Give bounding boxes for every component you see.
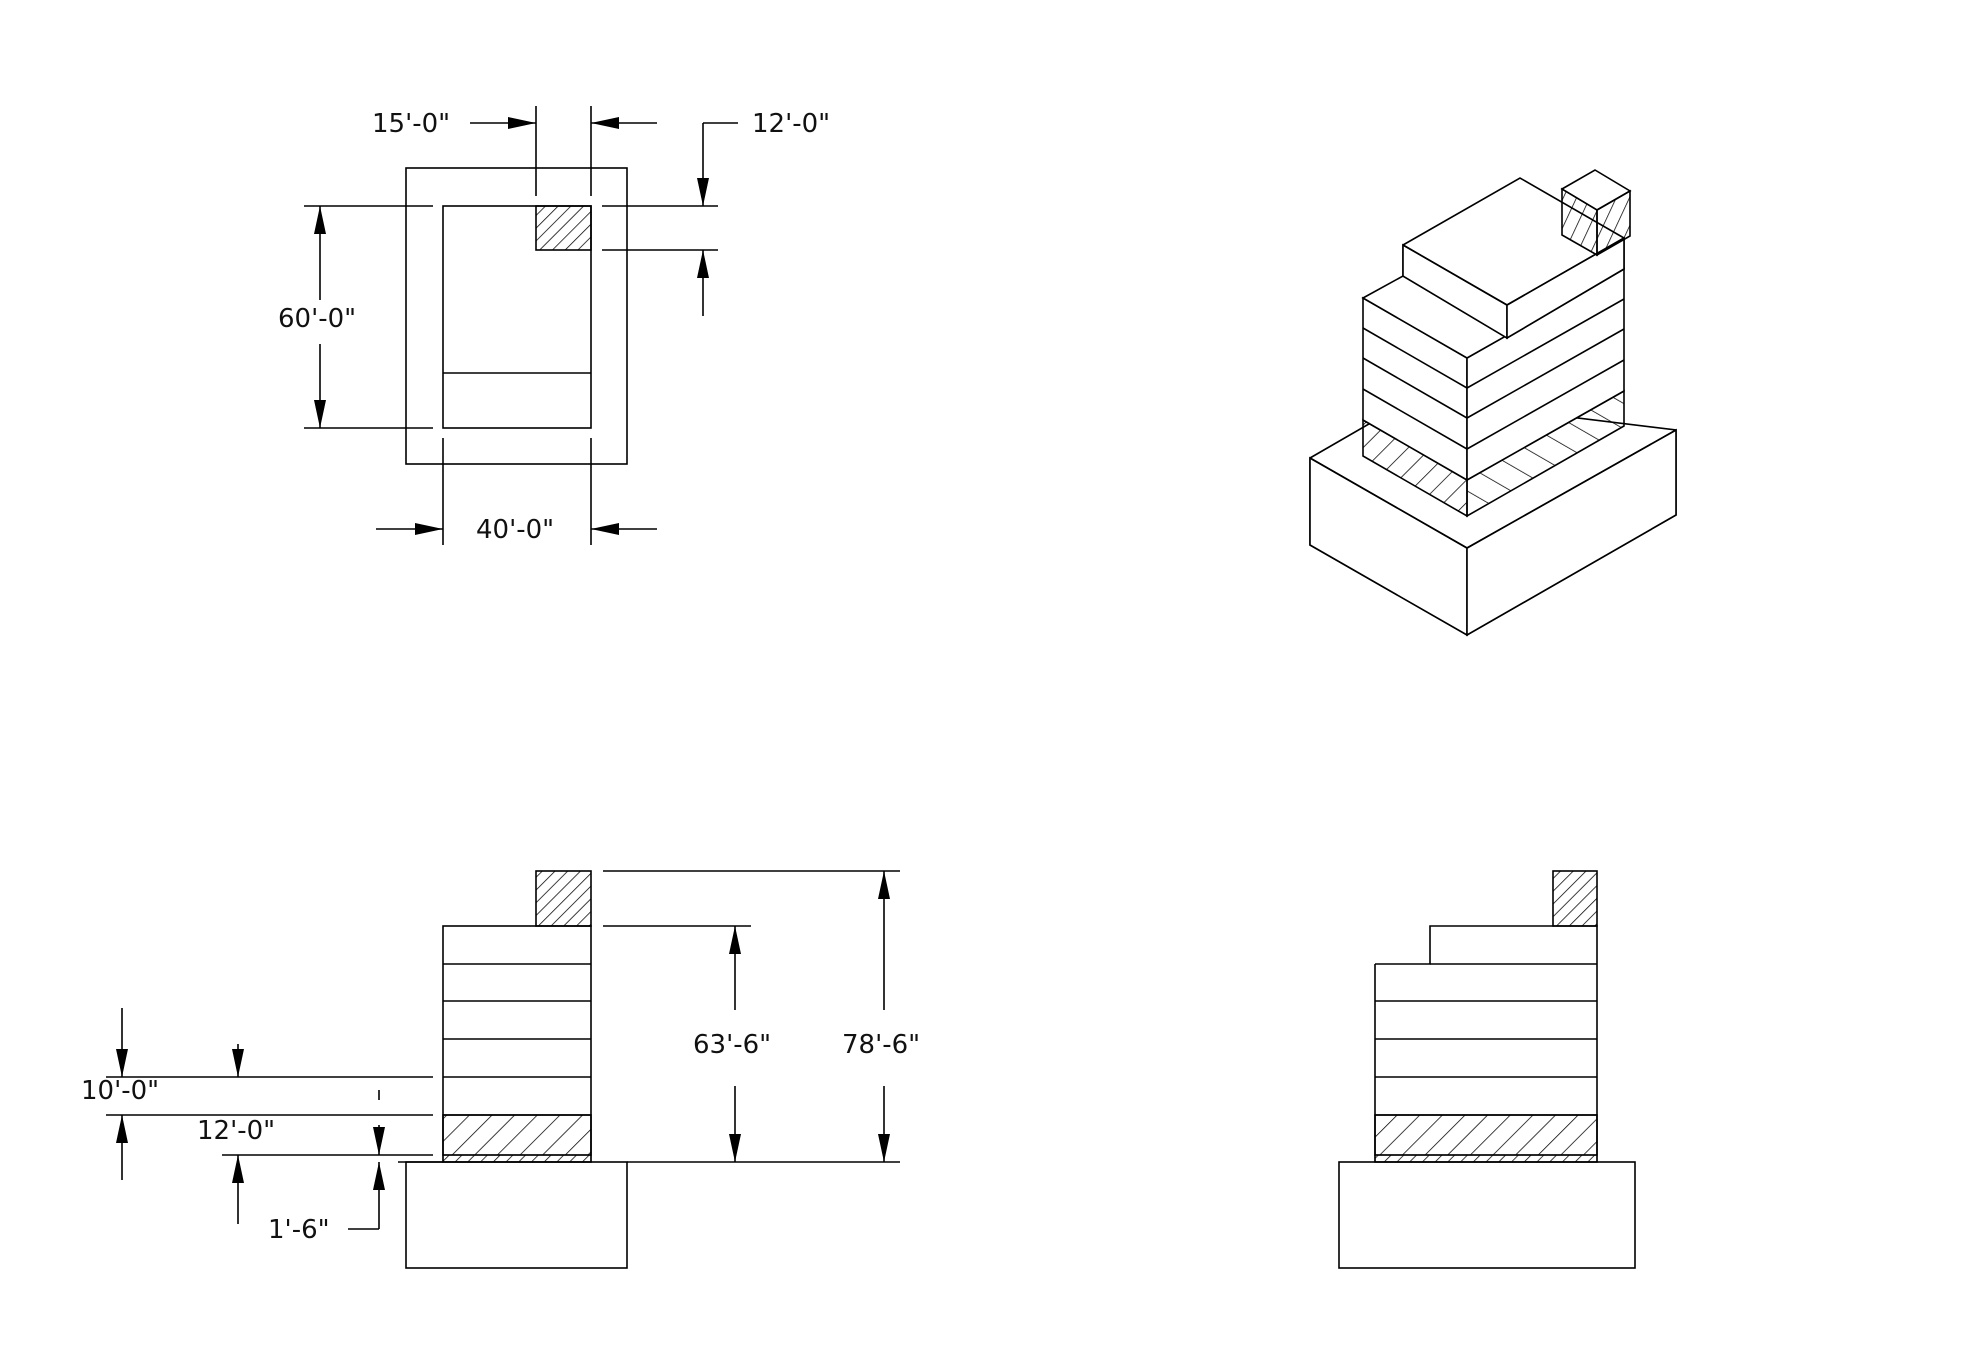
plan-view: 15'-0" 12'-0" 60'-0" (278, 106, 830, 545)
side-plinth (1338, 1161, 1636, 1269)
side-elevation (1338, 870, 1636, 1269)
plan-tower-depth-dimension: 12'-0" (602, 109, 830, 316)
front-tower-hatch (535, 870, 592, 927)
front-slab-hatch (442, 1154, 592, 1163)
plan-tower-hatch (535, 205, 592, 251)
plan-building-depth-label: 60'-0" (278, 304, 356, 334)
front-plinth (405, 1161, 628, 1269)
isometric-view (1309, 169, 1677, 637)
front-elevation: 78'-6" 63'-6" 10'-0" 1 (81, 870, 920, 1269)
plan-building-width-label: 40'-0" (476, 515, 554, 545)
front-total-height-label: 78'-6" (842, 1030, 920, 1060)
front-floor-height-label: 10'-0" (81, 1076, 159, 1106)
iso-tower-right-hatch (1596, 189, 1631, 257)
front-plinth-height-dimension: 1'-6" (268, 1090, 385, 1245)
front-ground-floor-height-dimension: 12'-0" (197, 1044, 433, 1224)
plan-tower-depth-label: 12'-0" (752, 109, 830, 139)
plan-site-outline (405, 167, 628, 465)
plan-tower-width-label: 15'-0" (372, 109, 450, 139)
iso-building-stack (1361, 169, 1632, 518)
plan-building-depth-dimension: 60'-0" (278, 205, 433, 429)
front-roof-height-dimension: 63'-6" (603, 925, 771, 1162)
front-total-height-dimension: 78'-6" (603, 870, 920, 1162)
front-ground-floor-hatch (442, 1114, 592, 1156)
plan-building-width-dimension: 40'-0" (376, 438, 657, 545)
side-slab-hatch (1374, 1154, 1598, 1163)
iso-tower (1560, 169, 1632, 257)
plan-tower-width-dimension: 15'-0" (372, 106, 657, 196)
front-floor-height-dimension: 10'-0" (81, 1008, 433, 1180)
front-roof-height-label: 63'-6" (693, 1030, 771, 1060)
side-ground-floor-hatch (1374, 1114, 1598, 1156)
front-plinth-height-label: 1'-6" (268, 1215, 330, 1245)
plan-building-outline (442, 205, 592, 429)
side-tower-hatch (1552, 870, 1598, 927)
front-ground-floor-height-label: 12'-0" (197, 1116, 275, 1146)
